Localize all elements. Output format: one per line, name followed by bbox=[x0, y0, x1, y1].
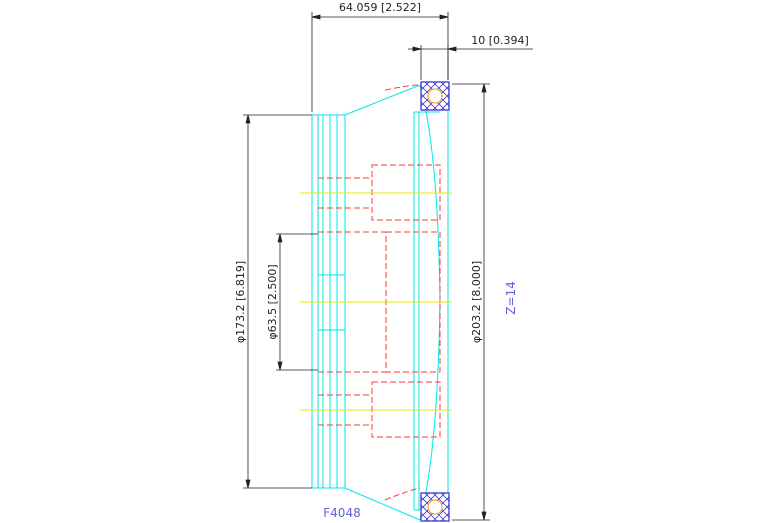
part-number-label: F4048 bbox=[323, 506, 360, 520]
overall-width-dimension: 64.059 [2.522] bbox=[339, 1, 421, 14]
chain-roller-top bbox=[420, 81, 450, 111]
chain-roller-bottom bbox=[420, 492, 450, 522]
bore-diameter-dimension: φ63.5 [2.500] bbox=[266, 264, 279, 339]
outer-diameter-dimension: φ203.2 [8.000] bbox=[470, 261, 483, 343]
dimension-lines bbox=[243, 12, 533, 521]
hidden-lines bbox=[318, 84, 441, 501]
inner-diameter-dimension: φ173.2 [6.819] bbox=[234, 261, 247, 343]
center-lines bbox=[300, 192, 452, 411]
lip-width-dimension: 10 [0.394] bbox=[471, 34, 529, 47]
teeth-count-label: Z=14 bbox=[504, 281, 518, 315]
